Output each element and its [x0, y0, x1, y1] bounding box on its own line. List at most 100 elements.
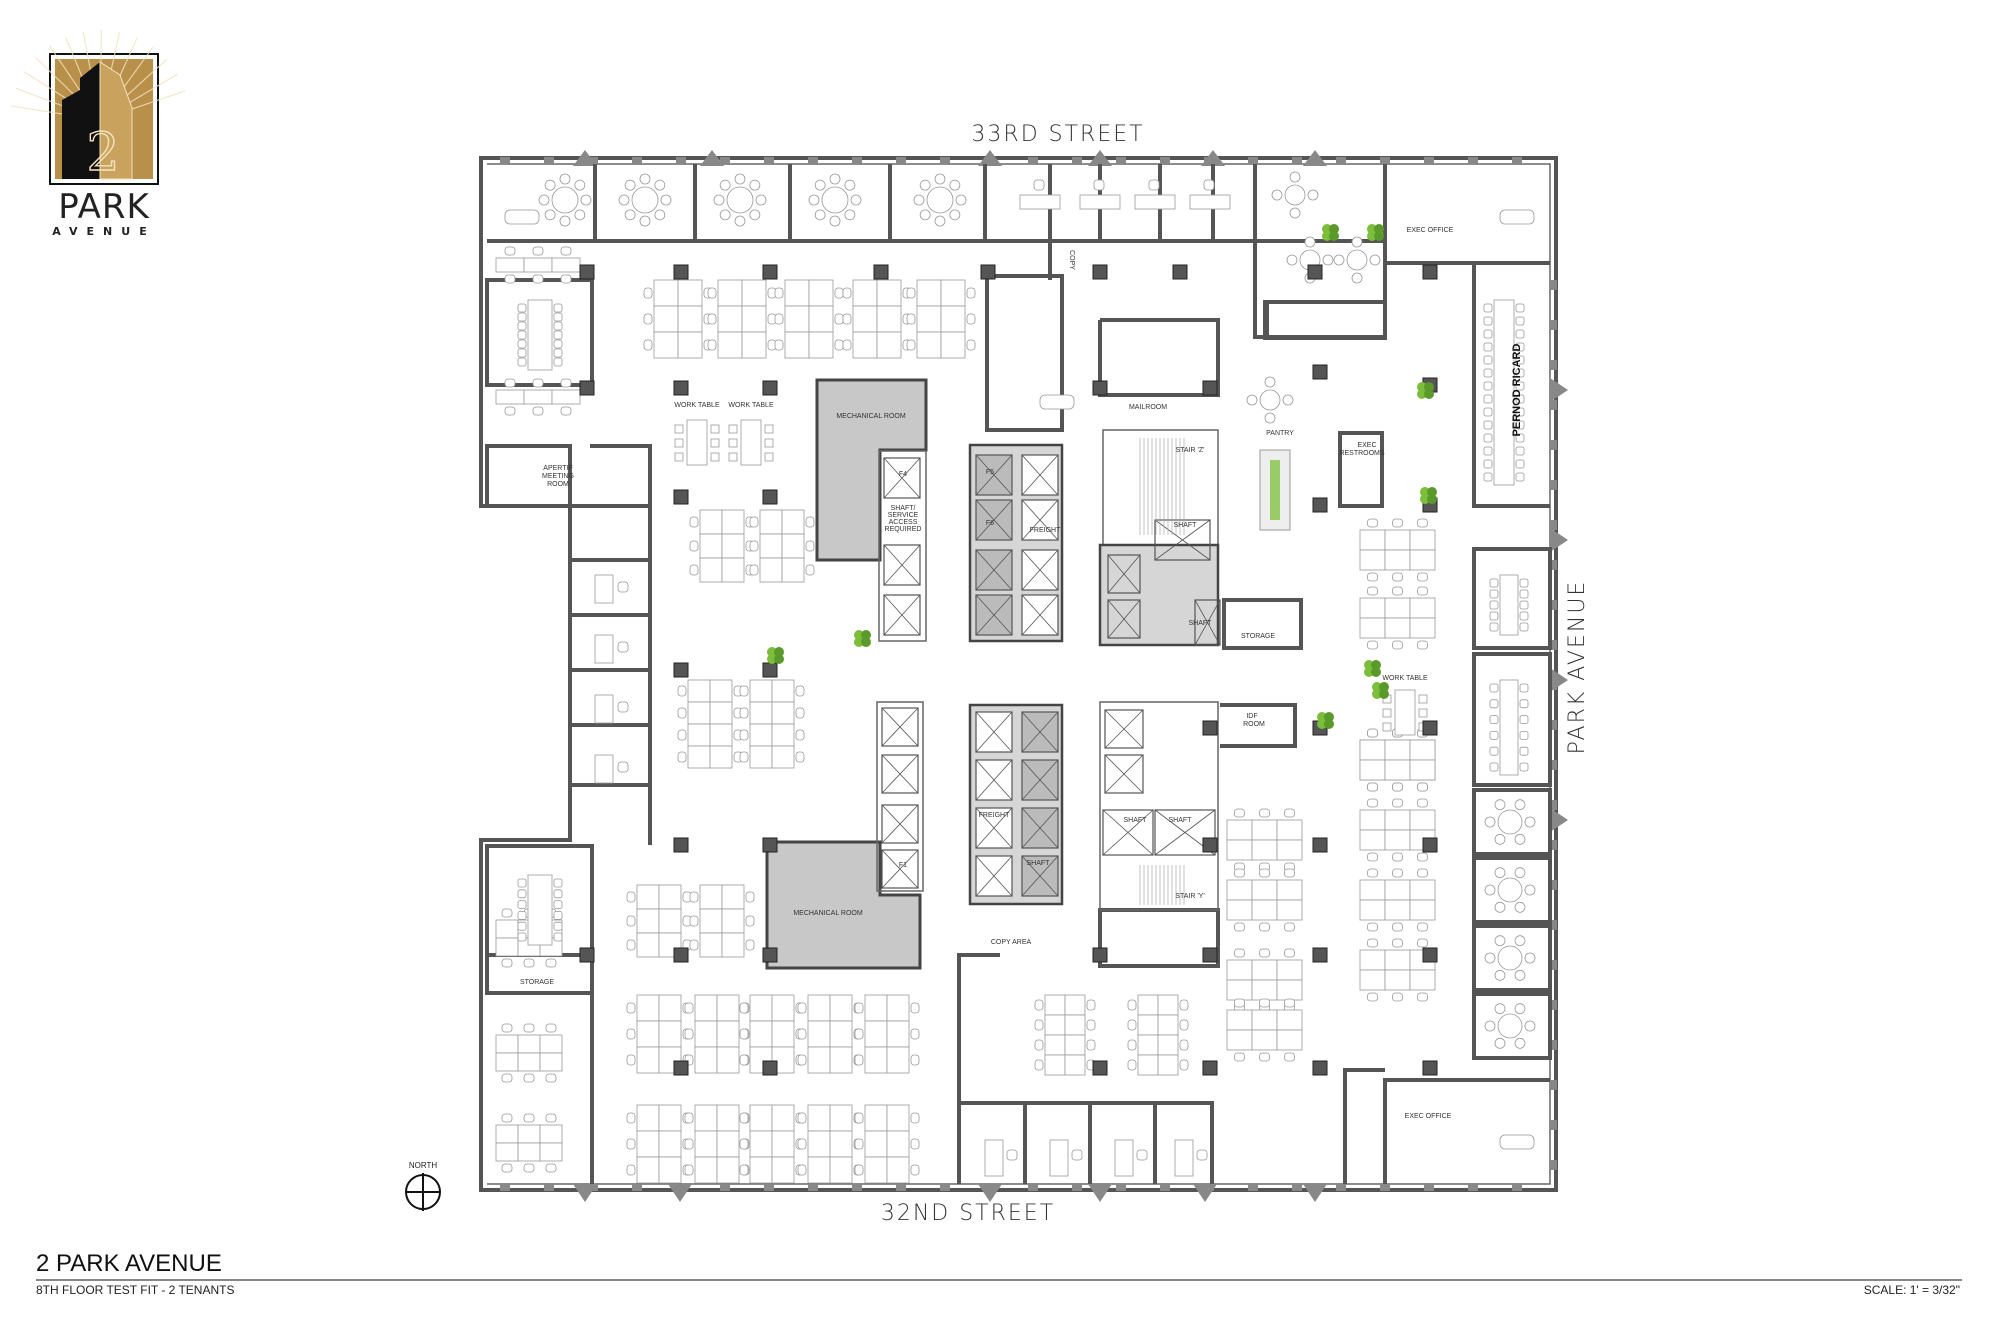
desk	[1157, 994, 1179, 1016]
chair	[1086, 1019, 1096, 1031]
column	[762, 662, 778, 678]
column	[1312, 837, 1328, 853]
mullion	[588, 157, 598, 164]
chair	[797, 1028, 807, 1040]
chair	[749, 179, 761, 191]
desk	[1226, 879, 1253, 901]
shaft-x	[881, 754, 919, 794]
chair	[1515, 368, 1525, 378]
round-table	[1259, 389, 1281, 411]
desk	[694, 1020, 718, 1048]
chair	[910, 1028, 920, 1040]
chair	[643, 339, 653, 351]
chair	[501, 1023, 513, 1033]
chair	[617, 581, 629, 593]
chair	[1127, 1039, 1137, 1051]
label-freight: FREIGHT	[1030, 527, 1061, 534]
chair	[1071, 1149, 1083, 1161]
mullion	[1116, 1184, 1126, 1191]
pilaster	[1303, 150, 1327, 166]
chair	[1519, 731, 1529, 740]
logo-subword: AVENUE	[52, 225, 155, 238]
desk	[749, 1130, 773, 1158]
chair	[1515, 459, 1525, 469]
column	[673, 837, 689, 853]
chair	[1489, 600, 1499, 610]
chair	[1203, 179, 1215, 191]
desk	[807, 1104, 831, 1132]
desk	[940, 331, 966, 359]
plant	[1317, 712, 1327, 722]
chair	[739, 1054, 749, 1066]
mullion	[1550, 560, 1557, 570]
chair	[795, 685, 805, 697]
chair	[1093, 179, 1105, 191]
pilaster	[1550, 378, 1568, 402]
shaft-x	[1021, 454, 1059, 496]
desk	[653, 331, 679, 359]
logo-word: PARK	[58, 187, 150, 227]
shaft-box	[1107, 554, 1141, 594]
desk	[687, 701, 711, 725]
column	[762, 837, 778, 853]
chair	[910, 1054, 920, 1066]
chair	[707, 339, 717, 351]
chair	[684, 1002, 694, 1014]
chair	[626, 1164, 636, 1176]
chair	[854, 1028, 864, 1040]
mullion	[1116, 157, 1126, 164]
chair	[805, 564, 815, 576]
desk	[721, 932, 745, 958]
pilaster	[978, 1184, 1002, 1202]
round-table	[1346, 249, 1368, 271]
chair	[517, 911, 527, 920]
desk	[1064, 994, 1086, 1016]
shaft-box	[1104, 709, 1144, 749]
chair	[1392, 586, 1403, 596]
desk	[721, 908, 745, 934]
column	[1092, 1060, 1108, 1076]
shaft-x	[883, 594, 921, 636]
desk	[1359, 949, 1386, 971]
mullion	[1550, 960, 1557, 970]
desk	[1049, 1139, 1069, 1177]
chair	[966, 313, 976, 325]
plant	[1427, 487, 1437, 497]
chair	[1514, 935, 1526, 947]
chair	[1515, 420, 1525, 430]
chair	[1307, 189, 1319, 201]
plant	[1420, 487, 1430, 497]
desk	[653, 279, 679, 307]
chair	[544, 179, 556, 191]
mullion	[1550, 1040, 1557, 1050]
chair	[1392, 852, 1403, 862]
desk	[771, 701, 795, 725]
column	[762, 1060, 778, 1076]
conference-table	[1499, 679, 1519, 776]
title-rule	[36, 1279, 1962, 1281]
column	[762, 947, 778, 963]
mullion	[1550, 320, 1557, 330]
chair	[1417, 518, 1428, 528]
column	[1422, 947, 1438, 963]
chair	[910, 1112, 920, 1124]
chair	[966, 339, 976, 351]
label-pernod-ricard: PERNOD RICARD	[1511, 344, 1523, 437]
chair	[689, 939, 699, 951]
elevator-shafts	[881, 454, 1221, 897]
shaft-x	[1021, 759, 1059, 801]
desk	[771, 1156, 795, 1184]
chair	[504, 274, 516, 284]
desk	[677, 305, 703, 333]
desk	[916, 305, 942, 333]
plant	[1371, 667, 1381, 677]
desk	[1251, 879, 1278, 901]
label-freight: FREIGHT	[979, 812, 1010, 819]
chair	[1515, 407, 1525, 417]
desk	[716, 1046, 740, 1074]
desk	[1409, 759, 1436, 781]
chair	[1034, 1039, 1044, 1051]
column	[1202, 947, 1218, 963]
chair	[684, 1112, 694, 1124]
